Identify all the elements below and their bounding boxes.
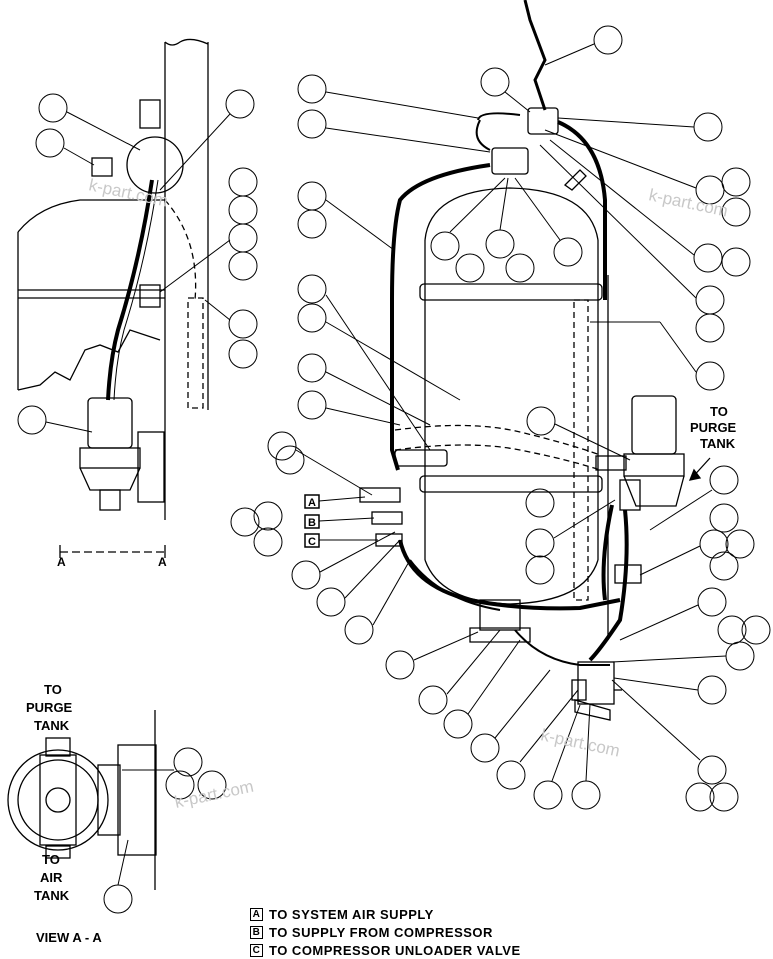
legend-item-c: C TO COMPRESSOR UNLOADER VALVE	[250, 941, 521, 959]
port-a-box	[304, 494, 320, 509]
legend: A TO SYSTEM AIR SUPPLY B TO SUPPLY FROM …	[250, 905, 521, 959]
port-b-box	[304, 514, 320, 529]
svg-text:TO: TO	[44, 682, 62, 697]
to-purge-tank-right: TO PURGE TANK	[690, 404, 737, 451]
to-purge-tank-view: TO PURGE TANK	[26, 682, 73, 733]
svg-text:TO: TO	[42, 852, 60, 867]
left-side-view	[17, 38, 209, 558]
callouts	[17, 25, 771, 914]
section-marker-a-right: A	[158, 555, 167, 569]
legend-item-a: A TO SYSTEM AIR SUPPLY	[250, 905, 521, 923]
port-b-label: B	[308, 517, 316, 529]
watermark: k-part.com	[539, 725, 621, 760]
legend-text: TO COMPRESSOR UNLOADER VALVE	[269, 942, 521, 958]
svg-text:AIR: AIR	[40, 870, 63, 885]
watermark: k-part.com	[173, 777, 255, 812]
section-marker-a-left: A	[57, 555, 66, 569]
port-labels: A B C	[304, 494, 378, 548]
port-a-label: A	[308, 497, 316, 509]
legend-key: C	[250, 943, 263, 957]
svg-text:TANK: TANK	[700, 436, 736, 451]
legend-key: B	[250, 925, 263, 939]
watermark: k-part.com	[87, 175, 169, 210]
legend-key: A	[250, 907, 263, 921]
view-a-a	[7, 710, 157, 890]
watermark: k-part.com	[647, 185, 729, 220]
legend-text: TO SUPPLY FROM COMPRESSOR	[269, 924, 493, 940]
svg-text:TANK: TANK	[34, 888, 70, 903]
svg-text:TANK: TANK	[34, 718, 70, 733]
legend-item-b: B TO SUPPLY FROM COMPRESSOR	[250, 923, 521, 941]
svg-text:PURGE: PURGE	[26, 700, 73, 715]
svg-text:TO: TO	[710, 404, 728, 419]
svg-text:PURGE: PURGE	[690, 420, 737, 435]
legend-text: TO SYSTEM AIR SUPPLY	[269, 906, 434, 922]
view-title: VIEW A - A	[36, 930, 102, 945]
port-c-label: C	[308, 536, 316, 548]
to-air-tank-view: TO AIR TANK	[34, 852, 70, 903]
main-view	[359, 0, 685, 721]
